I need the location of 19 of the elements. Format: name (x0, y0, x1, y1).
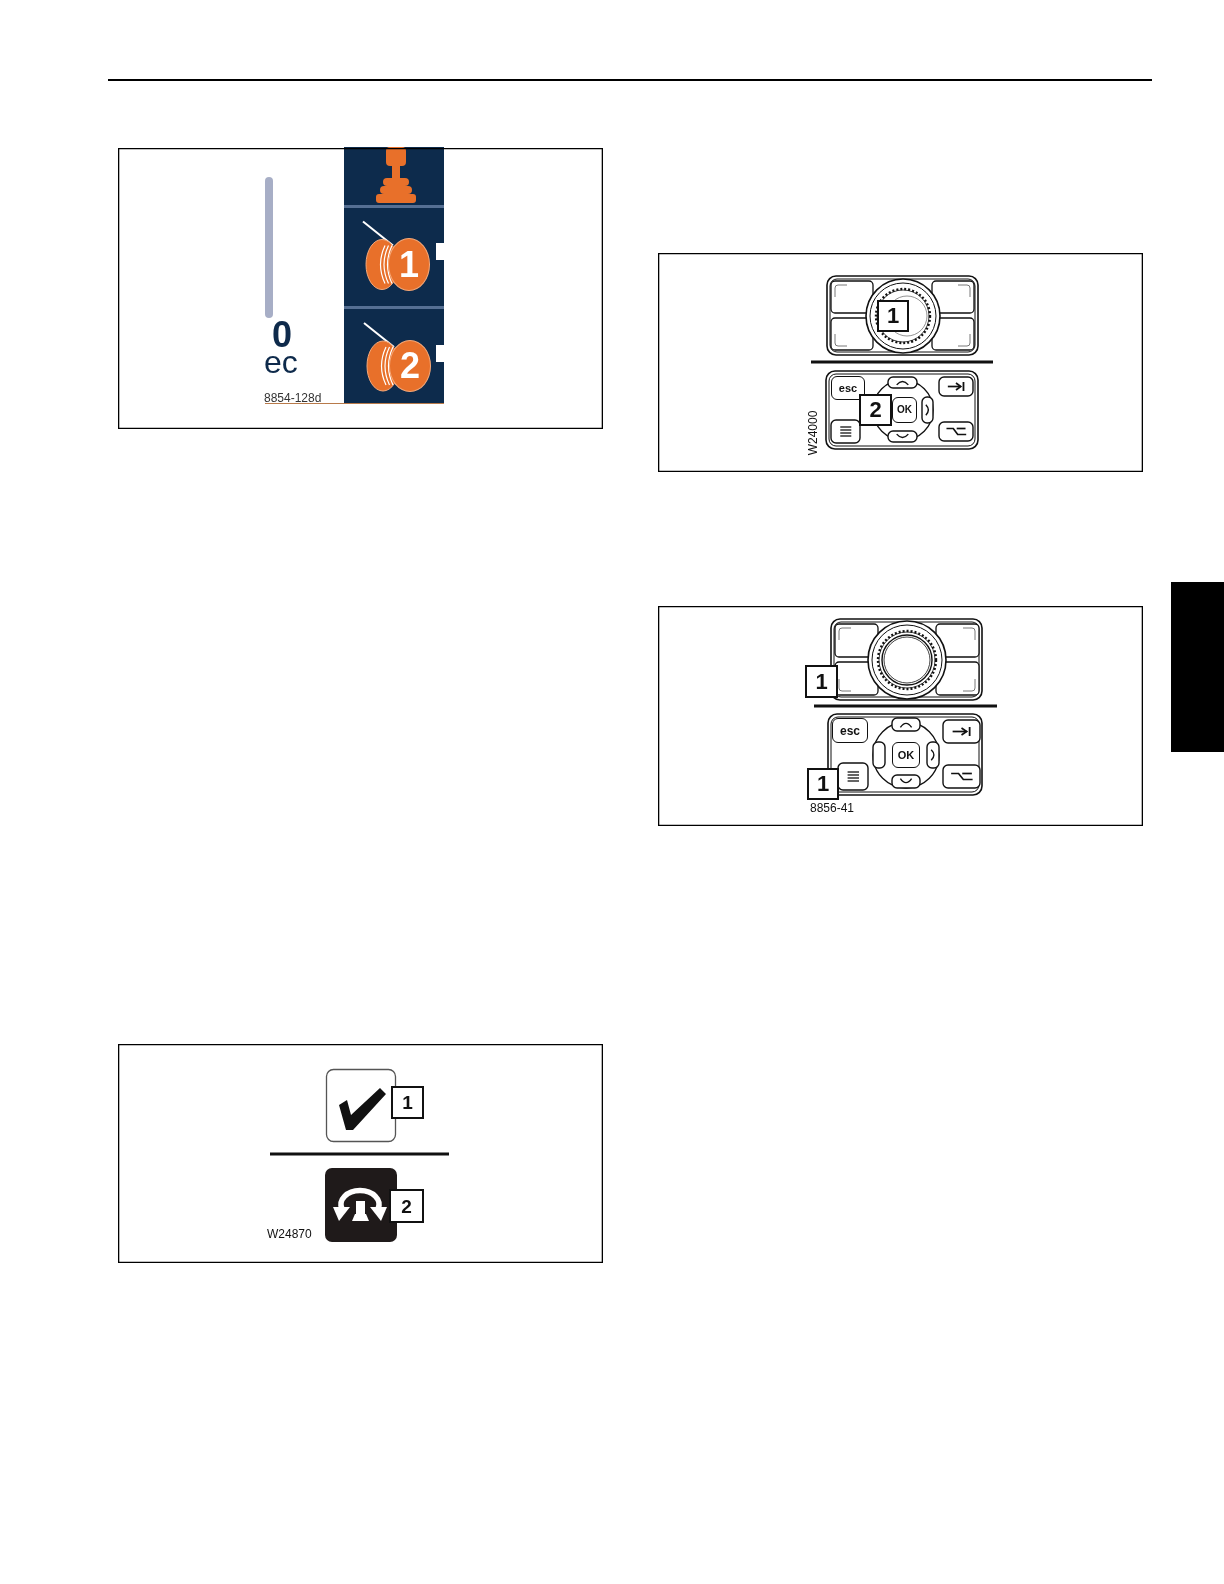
keypad-key: OK (892, 742, 920, 768)
figure-frame (658, 253, 1143, 472)
callout-number: 1 (391, 1086, 424, 1119)
keypad-key: OK (892, 397, 917, 423)
figure-frame (658, 606, 1143, 826)
section-tab (1171, 582, 1224, 752)
callout-number: 1 (877, 300, 909, 332)
figure-frame (118, 148, 603, 429)
figure-id: 8854-128d (264, 392, 322, 404)
keypad-key: esc (831, 376, 865, 400)
figure-id: W24870 (267, 1228, 312, 1240)
figure-id: 8856-41 (810, 802, 855, 814)
figure-frame (118, 1044, 603, 1263)
figure-id: W24000 (807, 410, 820, 456)
callout-number: 1 (805, 665, 838, 698)
callout-number: 2 (859, 394, 892, 426)
callout-number: 1 (807, 768, 839, 800)
keypad-key: esc (832, 718, 868, 743)
callout-number: 2 (389, 1189, 424, 1223)
